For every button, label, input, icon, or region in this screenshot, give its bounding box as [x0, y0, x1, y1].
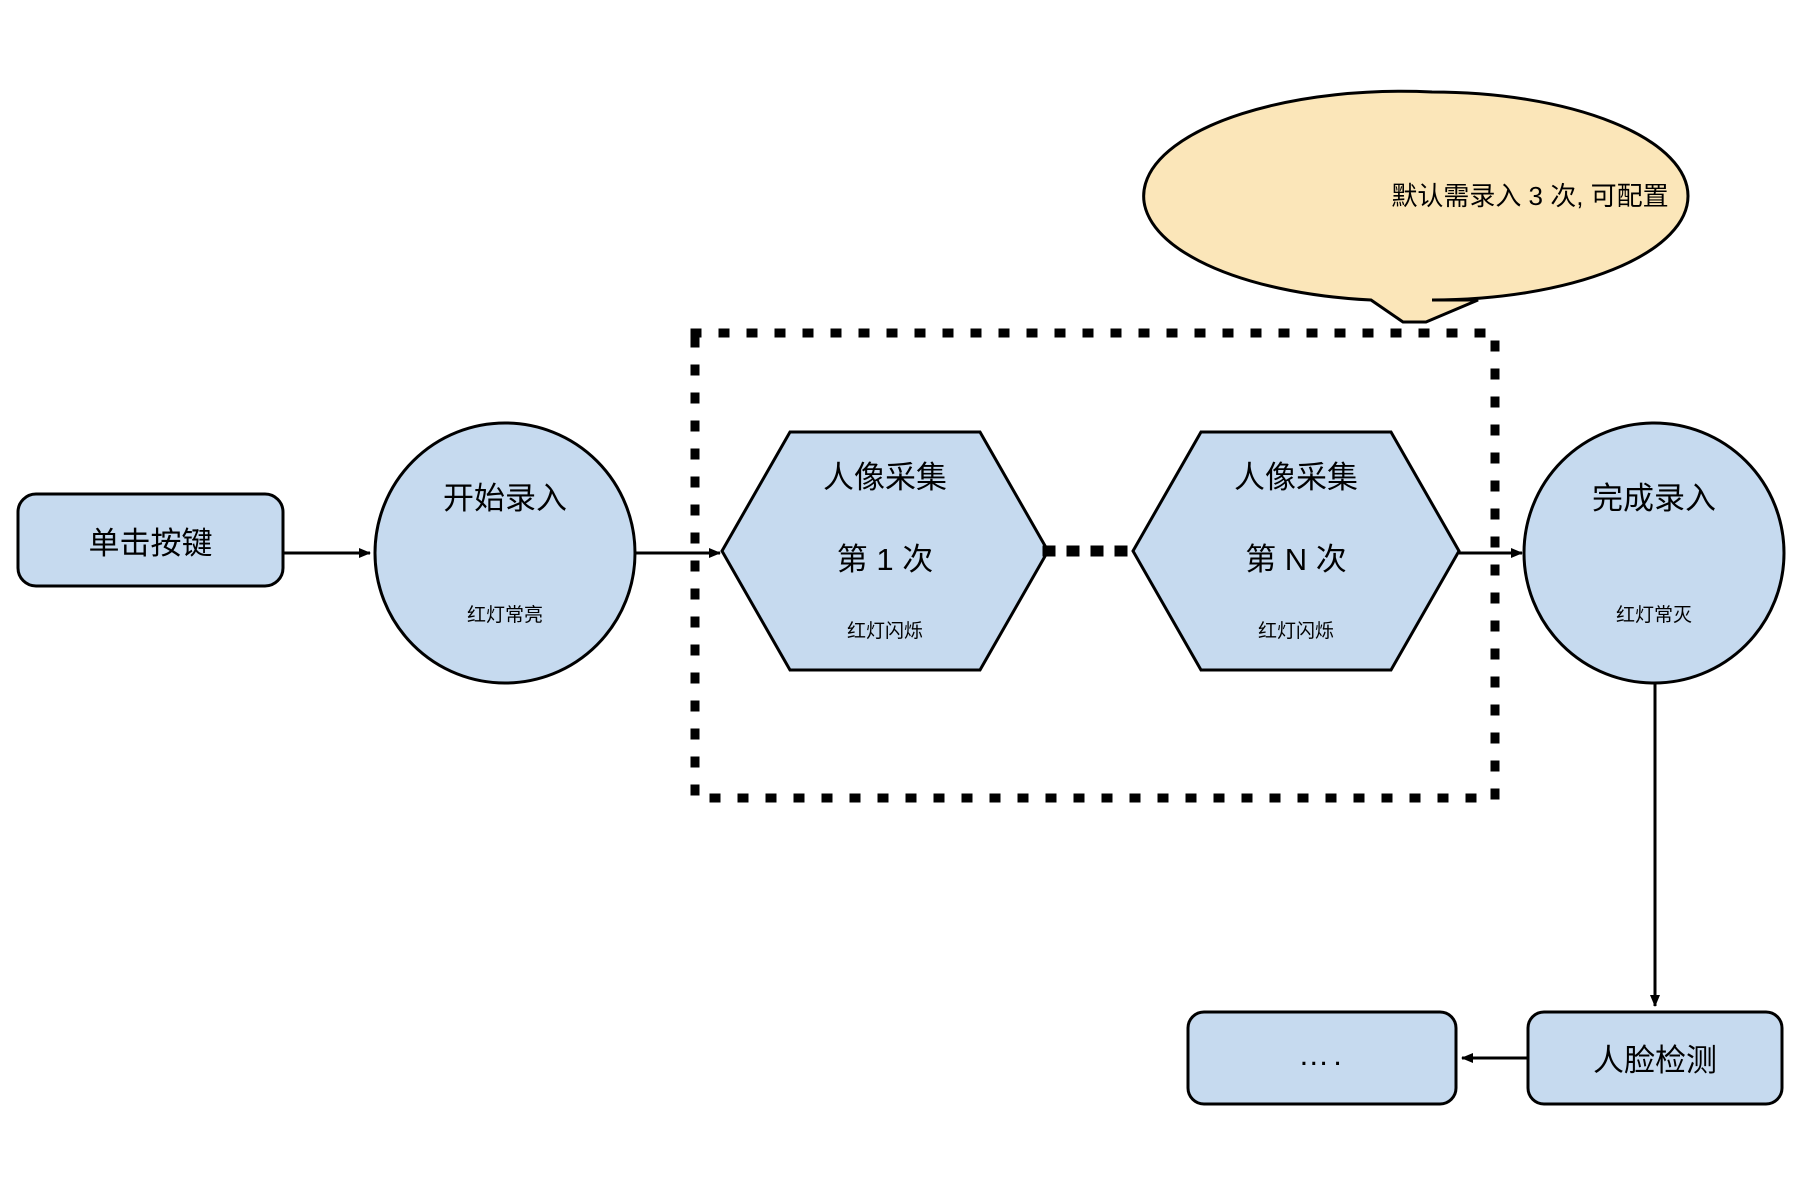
node-more-steps-shape[interactable]: [1186, 1010, 1458, 1106]
capture-loop-group: [690, 328, 1500, 803]
node-click-key-shape[interactable]: [16, 492, 285, 588]
node-face-detect-shape[interactable]: [1526, 1010, 1784, 1106]
node-finish-enroll-shape[interactable]: [1522, 421, 1786, 685]
callout-bubble-shape: [1142, 89, 1690, 324]
node-capture-first-shape[interactable]: [720, 430, 1050, 672]
node-start-enroll-shape[interactable]: [373, 421, 637, 685]
node-capture-nth-shape[interactable]: [1131, 430, 1461, 672]
